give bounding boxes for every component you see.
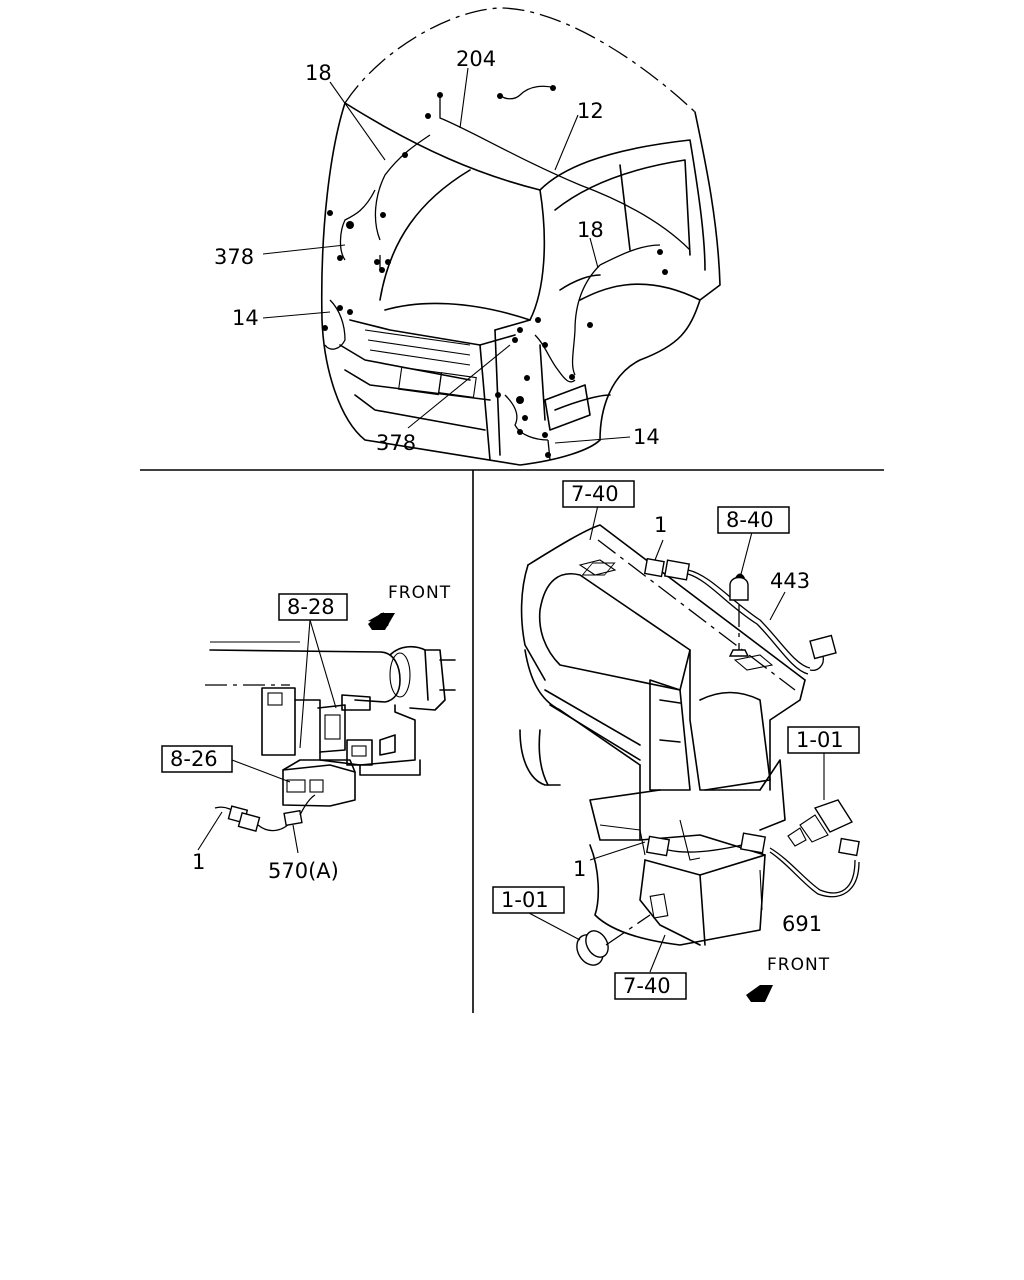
right-leader-lines [528,504,825,973]
ref-8-28: 8-28 [287,595,335,619]
callout-1-top: 1 [654,513,667,537]
ref-box-8-28 [278,593,348,621]
left-leader-lines [197,619,337,854]
ref-box-1-01-left [492,886,565,914]
ref-box-7-40-bottom [614,972,687,1000]
harness-connectors [322,85,668,458]
ref-7-40-top: 7-40 [571,482,619,506]
callout-204: 204 [456,47,496,71]
callout-691: 691 [782,912,822,936]
front-label-right: FRONT [767,955,830,975]
ref-box-7-40-top [562,480,635,508]
cab-outline [320,7,721,466]
callout-14-right: 14 [633,425,660,449]
ref-7-40-bottom: 7-40 [623,974,671,998]
ref-8-26: 8-26 [170,747,218,771]
bracket-assembly [205,641,456,832]
ref-box-8-40 [717,506,790,534]
front-arrow-right [746,985,773,1002]
callout-378-bottom: 378 [376,431,416,455]
callout-443: 443 [770,569,810,593]
ref-box-8-26 [161,745,233,773]
dashboard-harness [576,557,860,966]
cab-wiring-view: 18 204 12 18 378 14 378 14 [214,7,721,466]
ref-box-1-01-right [787,726,860,754]
front-label-left: FRONT [388,583,451,603]
ref-1-01-left: 1-01 [501,888,549,912]
callout-14-left: 14 [232,306,259,330]
callout-12: 12 [577,99,604,123]
ref-8-40: 8-40 [726,508,774,532]
harness-wires [324,85,691,461]
ref-1-01-right: 1-01 [796,728,844,752]
top-leader-lines [262,67,631,444]
dashboard-panel [519,524,806,946]
callout-1-middle: 1 [573,857,586,881]
callout-378-left: 378 [214,245,254,269]
callout-18-left: 18 [305,61,332,85]
callout-18-right: 18 [577,218,604,242]
relay-bracket-view: FRONT [161,583,456,883]
dashboard-wiring-view: FRONT 7-40 1 8-40 443 1-01 1 1-01 691 7-… [492,480,860,1002]
callout-1-left: 1 [192,850,205,874]
front-arrow-left [368,612,395,630]
callout-570a: 570(A) [268,859,339,883]
